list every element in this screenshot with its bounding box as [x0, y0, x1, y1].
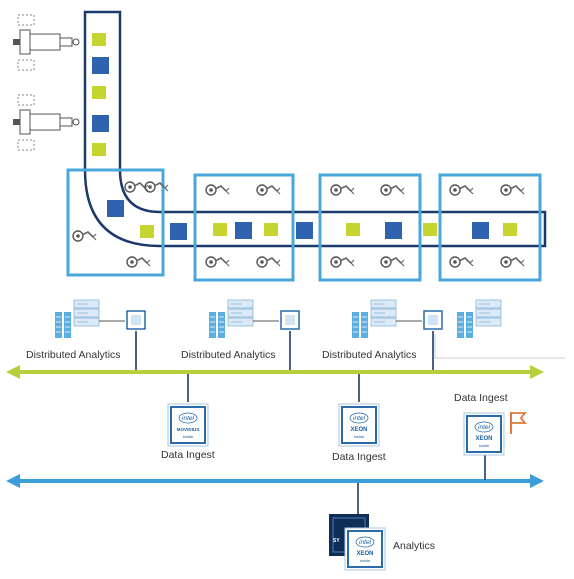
blue-item-16	[472, 222, 489, 239]
robot-arm-icon	[380, 184, 405, 196]
green-item-1	[92, 33, 106, 46]
chip-inside: inside	[360, 558, 371, 563]
green-item-5	[92, 143, 106, 156]
blue-data-bus	[6, 474, 544, 488]
production-cell-4	[438, 173, 542, 282]
blue-item-14	[385, 222, 402, 239]
server-blade-icon	[352, 312, 368, 338]
distributed-analytics-label-1: Distributed Analytics	[26, 349, 121, 361]
robot-arm-icon	[330, 256, 355, 268]
server-rack-icon	[370, 299, 397, 327]
data-ingest-label-3: Data Ingest	[454, 392, 508, 404]
server-blade-icon	[457, 312, 473, 338]
green-item-9	[213, 223, 227, 236]
flag-icon	[510, 412, 527, 434]
machine-tool-icon	[13, 14, 80, 71]
server-blade-icon	[209, 312, 225, 338]
distributed-analytics-label-3: Distributed Analytics	[322, 349, 417, 361]
green-item-17	[503, 223, 517, 236]
chip-inside: inside	[479, 443, 490, 448]
robot-arm-icon	[330, 184, 355, 196]
robot-arm-icon	[205, 184, 230, 196]
robot-arm-icon	[205, 256, 230, 268]
robot-arm-icon	[72, 230, 97, 242]
chip-model: XEON	[350, 427, 367, 433]
production-cell-1	[66, 168, 165, 277]
green-item-13	[346, 223, 360, 236]
green-item-15	[423, 223, 437, 236]
robot-arm-icon	[126, 256, 151, 268]
processor-chip-icon	[126, 310, 146, 330]
server-rack-icon	[227, 299, 254, 327]
robot-arm-icon	[500, 184, 525, 196]
conveyor-belt	[83, 10, 547, 248]
blue-item-10	[235, 222, 252, 239]
robot-arm-icon	[124, 181, 149, 193]
data-ingest-label-1: Data Ingest	[161, 449, 215, 461]
blue-item-2	[92, 57, 109, 74]
robot-arm-icon	[449, 184, 474, 196]
production-cell-3	[318, 173, 422, 282]
blue-item-8	[170, 223, 187, 240]
chip-brand: intel	[353, 415, 365, 422]
chip-model: XEON	[356, 551, 373, 557]
chip-model-partial: SY	[333, 538, 340, 544]
robot-arm-icon	[380, 256, 405, 268]
robot-arm-icon	[256, 184, 281, 196]
robot-arm-icon	[449, 256, 474, 268]
chip-inside: inside	[183, 434, 194, 439]
chip-model: XEON	[475, 436, 492, 442]
analytics-label: Analytics	[393, 540, 436, 552]
green-item-7	[140, 225, 154, 238]
blue-item-12	[296, 222, 313, 239]
green-item-3	[92, 86, 106, 99]
chip-model: MOVIDIUS	[177, 427, 200, 432]
processor-chip-icon	[423, 310, 443, 330]
processor-chip-icon	[280, 310, 300, 330]
production-cell-2	[193, 173, 295, 282]
distributed-analytics-label-2: Distributed Analytics	[181, 349, 276, 361]
blue-item-6	[107, 200, 124, 217]
server-rack-icon	[73, 299, 100, 327]
chip-inside: inside	[354, 434, 365, 439]
faint-boundary-line	[434, 334, 565, 359]
chip-brand: intel	[359, 539, 371, 546]
machine-tool-icon	[13, 94, 80, 151]
server-rack-icon	[475, 299, 502, 327]
chip-brand: intel	[182, 415, 194, 422]
server-blade-icon	[55, 312, 71, 338]
conveyor-outline	[83, 10, 547, 248]
data-ingest-label-2: Data Ingest	[332, 451, 386, 463]
blue-item-4	[92, 115, 109, 132]
robot-arm-icon	[144, 181, 169, 193]
green-item-11	[264, 223, 278, 236]
robot-arm-icon	[500, 256, 525, 268]
chip-brand: intel	[478, 424, 490, 431]
robot-arm-icon	[256, 256, 281, 268]
green-data-bus	[6, 365, 544, 379]
